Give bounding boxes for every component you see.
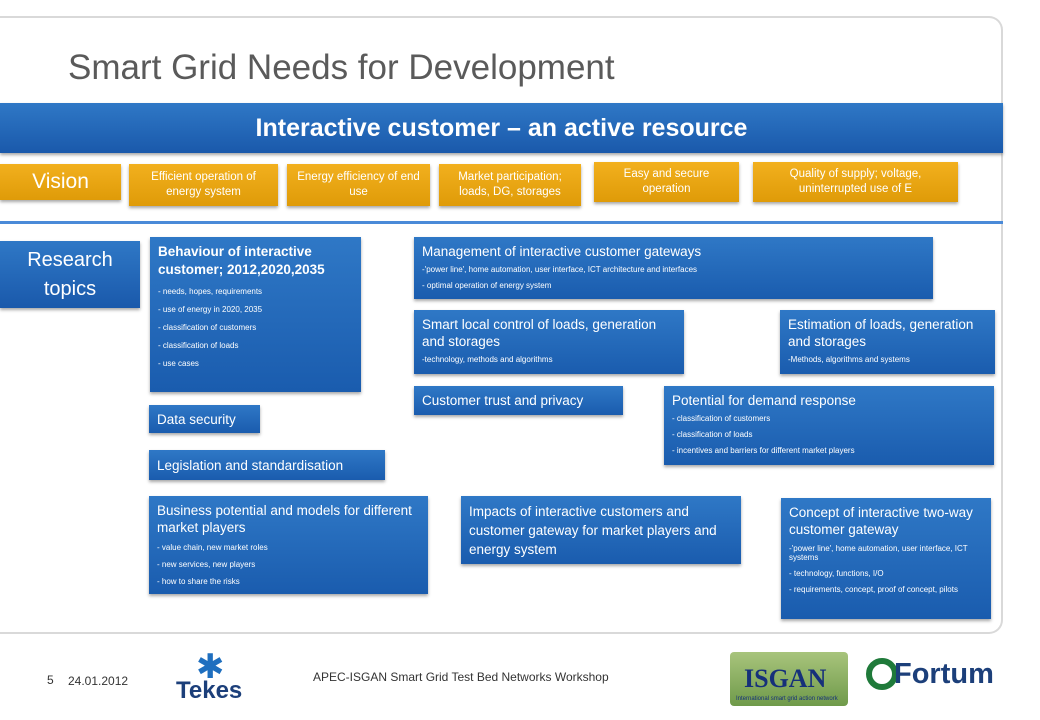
sub-item: -technology, methods and algorithms [422, 355, 553, 364]
sub-item: - incentives and barriers for different … [672, 446, 855, 455]
fortum-c-icon [866, 658, 898, 690]
tekes-logo-text: Tekes [176, 677, 243, 704]
topic-gateways: Management of interactive customer gatew… [414, 237, 933, 299]
research-label: Research topics [0, 241, 140, 308]
vision-item-market-participation: Market participation; loads, DG, storage… [439, 164, 581, 206]
sub-item: - optimal operation of energy system [422, 281, 552, 290]
topic-concept-sub: -'power line', home automation, user int… [789, 544, 983, 594]
topic-local-control-title: Smart local control of loads, generation… [422, 317, 657, 349]
topic-impacts-title: Impacts of interactive customers and cus… [469, 504, 717, 557]
topic-legislation: Legislation and standardisation [149, 450, 385, 480]
isgan-logo-text: ISGAN [744, 664, 827, 693]
sub-item: - classification of loads [158, 341, 239, 350]
research-label-line1: Research [27, 249, 113, 271]
topic-business: Business potential and models for differ… [149, 496, 428, 594]
topic-gateways-sub: -'power line', home automation, user int… [422, 265, 925, 290]
page-number: 5 [47, 673, 54, 687]
topic-behaviour-sub: - needs, hopes, requirements - use of en… [158, 287, 353, 368]
topic-behaviour-title: Behaviour of interactive customer; 2012,… [158, 244, 325, 277]
research-label-line2: topics [43, 278, 97, 300]
banner: Interactive customer – an active resourc… [0, 103, 1003, 153]
vision-item-quality-supply: Quality of supply; voltage, uninterrupte… [753, 162, 958, 202]
topic-business-title: Business potential and models for differ… [157, 503, 412, 535]
sub-item: -'power line', home automation, user int… [789, 544, 968, 562]
footer-date: 24.01.2012 [68, 674, 129, 688]
sub-item: - new services, new players [157, 560, 256, 569]
topic-impacts: Impacts of interactive customers and cus… [461, 496, 741, 564]
topic-estimation: Estimation of loads, generation and stor… [780, 310, 995, 374]
topic-demand-response-sub: - classification of customers - classifi… [672, 414, 986, 455]
fortum-logo: Fortum [866, 658, 1006, 698]
tekes-logo: ✱ Tekes [172, 648, 258, 704]
sub-item: - technology, functions, I/O [789, 569, 884, 578]
separator-line [0, 221, 1003, 224]
isgan-logo: ISGAN International smart grid action ne… [730, 652, 848, 706]
sub-item: - how to share the risks [157, 577, 240, 586]
isgan-logo-subtext: International smart grid action network [736, 696, 838, 702]
sub-item: - classification of loads [672, 430, 753, 439]
sub-item: - requirements, concept, proof of concep… [789, 585, 958, 594]
sub-item: - use cases [158, 359, 199, 368]
topic-data-security: Data security [149, 405, 260, 433]
topic-concept-title: Concept of interactive two-way customer … [789, 505, 973, 537]
topic-customer-trust: Customer trust and privacy [414, 386, 623, 415]
vision-label: Vision [0, 164, 121, 200]
topic-business-sub: - value chain, new market roles - new se… [157, 543, 420, 586]
sub-item: - value chain, new market roles [157, 543, 268, 552]
sub-item: - classification of customers [158, 323, 257, 332]
sub-item: - classification of customers [672, 414, 771, 423]
topic-demand-response-title: Potential for demand response [672, 393, 856, 408]
topic-gateways-title: Management of interactive customer gatew… [422, 244, 702, 259]
sub-item: - needs, hopes, requirements [158, 287, 263, 296]
topic-local-control: Smart local control of loads, generation… [414, 310, 684, 374]
sub-item: -Methods, algorithms and systems [788, 355, 910, 364]
topic-concept: Concept of interactive two-way customer … [781, 498, 991, 619]
topic-behaviour: Behaviour of interactive customer; 2012,… [150, 237, 361, 392]
tekes-star-icon: ✱ [196, 648, 225, 686]
slide-title: Smart Grid Needs for Development [68, 48, 615, 87]
vision-item-efficient-operation: Efficient operation of energy system [129, 164, 278, 206]
footer-event: APEC-ISGAN Smart Grid Test Bed Networks … [313, 670, 609, 684]
slide-frame [0, 16, 1003, 634]
sub-item: -'power line', home automation, user int… [422, 265, 698, 274]
topic-estimation-title: Estimation of loads, generation and stor… [788, 317, 974, 349]
fortum-logo-text: Fortum [894, 658, 994, 690]
topic-demand-response: Potential for demand response - classifi… [664, 386, 994, 465]
vision-item-easy-secure: Easy and secure operation [594, 162, 739, 202]
sub-item: - use of energy in 2020, 2035 [158, 305, 263, 314]
vision-item-energy-efficiency: Energy efficiency of end use [287, 164, 430, 206]
